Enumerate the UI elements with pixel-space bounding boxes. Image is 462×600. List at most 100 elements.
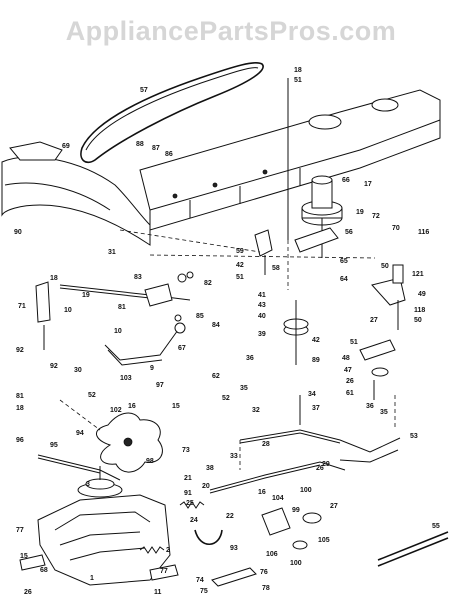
callout-116: 116 (418, 229, 429, 236)
callout-36: 36 (246, 355, 254, 362)
callout-37: 37 (312, 405, 320, 412)
callout-94: 94 (76, 430, 84, 437)
callout-27: 27 (370, 317, 378, 324)
brake-bracket (359, 264, 406, 400)
callout-15: 15 (172, 403, 180, 410)
callout-9: 9 (150, 365, 154, 372)
left-bracket (35, 281, 51, 350)
callout-47: 47 (344, 367, 352, 374)
callout-106: 106 (266, 551, 278, 558)
callout-75: 75 (200, 588, 208, 595)
callout-91: 91 (184, 490, 192, 497)
callout-11: 11 (154, 589, 162, 596)
callout-69: 69 (62, 143, 70, 150)
callout-72: 72 (372, 213, 380, 220)
callout-52: 52 (222, 395, 230, 402)
callout-76: 76 (260, 569, 268, 576)
callout-77: 77 (160, 568, 168, 575)
lower-brackets (211, 507, 322, 587)
callout-33: 33 (230, 453, 238, 460)
callout-81: 81 (118, 304, 126, 311)
callout-83: 83 (134, 274, 142, 281)
callout-28: 28 (262, 441, 270, 448)
callout-82: 82 (204, 280, 212, 287)
callout-90: 90 (14, 229, 22, 236)
callout-59: 59 (236, 248, 244, 255)
callout-81: 81 (16, 393, 24, 400)
callout-10: 10 (64, 307, 72, 314)
callout-65: 65 (340, 258, 348, 265)
callout-32: 32 (252, 407, 260, 414)
callout-52: 52 (88, 392, 96, 399)
callout-93: 93 (230, 545, 238, 552)
callout-15: 15 (20, 553, 28, 560)
callout-31: 31 (108, 249, 116, 256)
callout-1: 1 (90, 575, 94, 582)
callout-19: 19 (356, 209, 364, 216)
callout-17: 17 (364, 181, 372, 188)
callout-62: 62 (212, 373, 220, 380)
callout-56: 56 (345, 229, 353, 236)
callout-26: 26 (24, 589, 32, 596)
callout-55: 55 (432, 523, 440, 530)
callout-71: 71 (18, 303, 26, 310)
callout-84: 84 (212, 322, 220, 329)
callout-73: 73 (182, 447, 190, 454)
callout-105: 105 (318, 537, 330, 544)
callout-35: 35 (240, 385, 248, 392)
callout-53: 53 (410, 433, 418, 440)
callout-70: 70 (392, 225, 400, 232)
callout-88: 88 (136, 141, 144, 148)
callout-51: 51 (350, 339, 358, 346)
transaxle (19, 466, 179, 586)
mower-body (1, 141, 151, 246)
callout-121: 121 (412, 271, 424, 278)
callout-38: 38 (206, 465, 214, 472)
callout-18: 18 (294, 67, 302, 74)
callout-40: 40 (258, 313, 266, 320)
callout-57: 57 (140, 87, 148, 94)
callout-35: 35 (380, 409, 388, 416)
callout-labels: 57 69 90 88 87 86 18 51 66 17 19 72 70 1… (14, 67, 440, 596)
callout-51: 51 (236, 274, 244, 281)
callout-34: 34 (308, 391, 316, 398)
callout-18: 18 (50, 275, 58, 282)
callout-2: 2 (166, 547, 170, 554)
hose (194, 529, 223, 546)
callout-42: 42 (312, 337, 320, 344)
callout-25: 25 (186, 500, 194, 507)
callout-21: 21 (184, 475, 192, 482)
callout-42: 42 (236, 262, 244, 269)
callout-49: 49 (418, 291, 426, 298)
brake-rods (209, 395, 401, 494)
engine-pulley (301, 175, 343, 258)
callout-51: 51 (294, 77, 302, 84)
callout-22: 22 (226, 513, 234, 520)
callout-100: 100 (290, 560, 302, 567)
callout-20: 20 (202, 483, 210, 490)
callout-85: 85 (196, 313, 204, 320)
callout-26: 26 (316, 465, 324, 472)
callout-24: 24 (190, 517, 198, 524)
callout-27: 27 (330, 503, 338, 510)
callout-89: 89 (312, 357, 320, 364)
callout-104: 104 (272, 495, 284, 502)
phantom-lines (59, 229, 396, 470)
callout-10: 10 (114, 328, 122, 335)
callout-86: 86 (165, 151, 173, 158)
callout-43: 43 (258, 302, 266, 309)
callout-100: 100 (300, 487, 312, 494)
callout-97: 97 (156, 382, 164, 389)
frame-rail (139, 89, 441, 231)
idler-pulley (283, 300, 309, 365)
idler-bracket (254, 227, 339, 275)
callout-61: 61 (346, 390, 354, 397)
callout-103: 103 (120, 375, 132, 382)
callout-16: 16 (128, 403, 136, 410)
watermark-text: AppliancePartsPros.com (65, 16, 397, 46)
callout-96: 96 (16, 437, 24, 444)
springs (139, 501, 449, 567)
callout-18: 18 (16, 405, 24, 412)
drive-belt (80, 61, 264, 164)
